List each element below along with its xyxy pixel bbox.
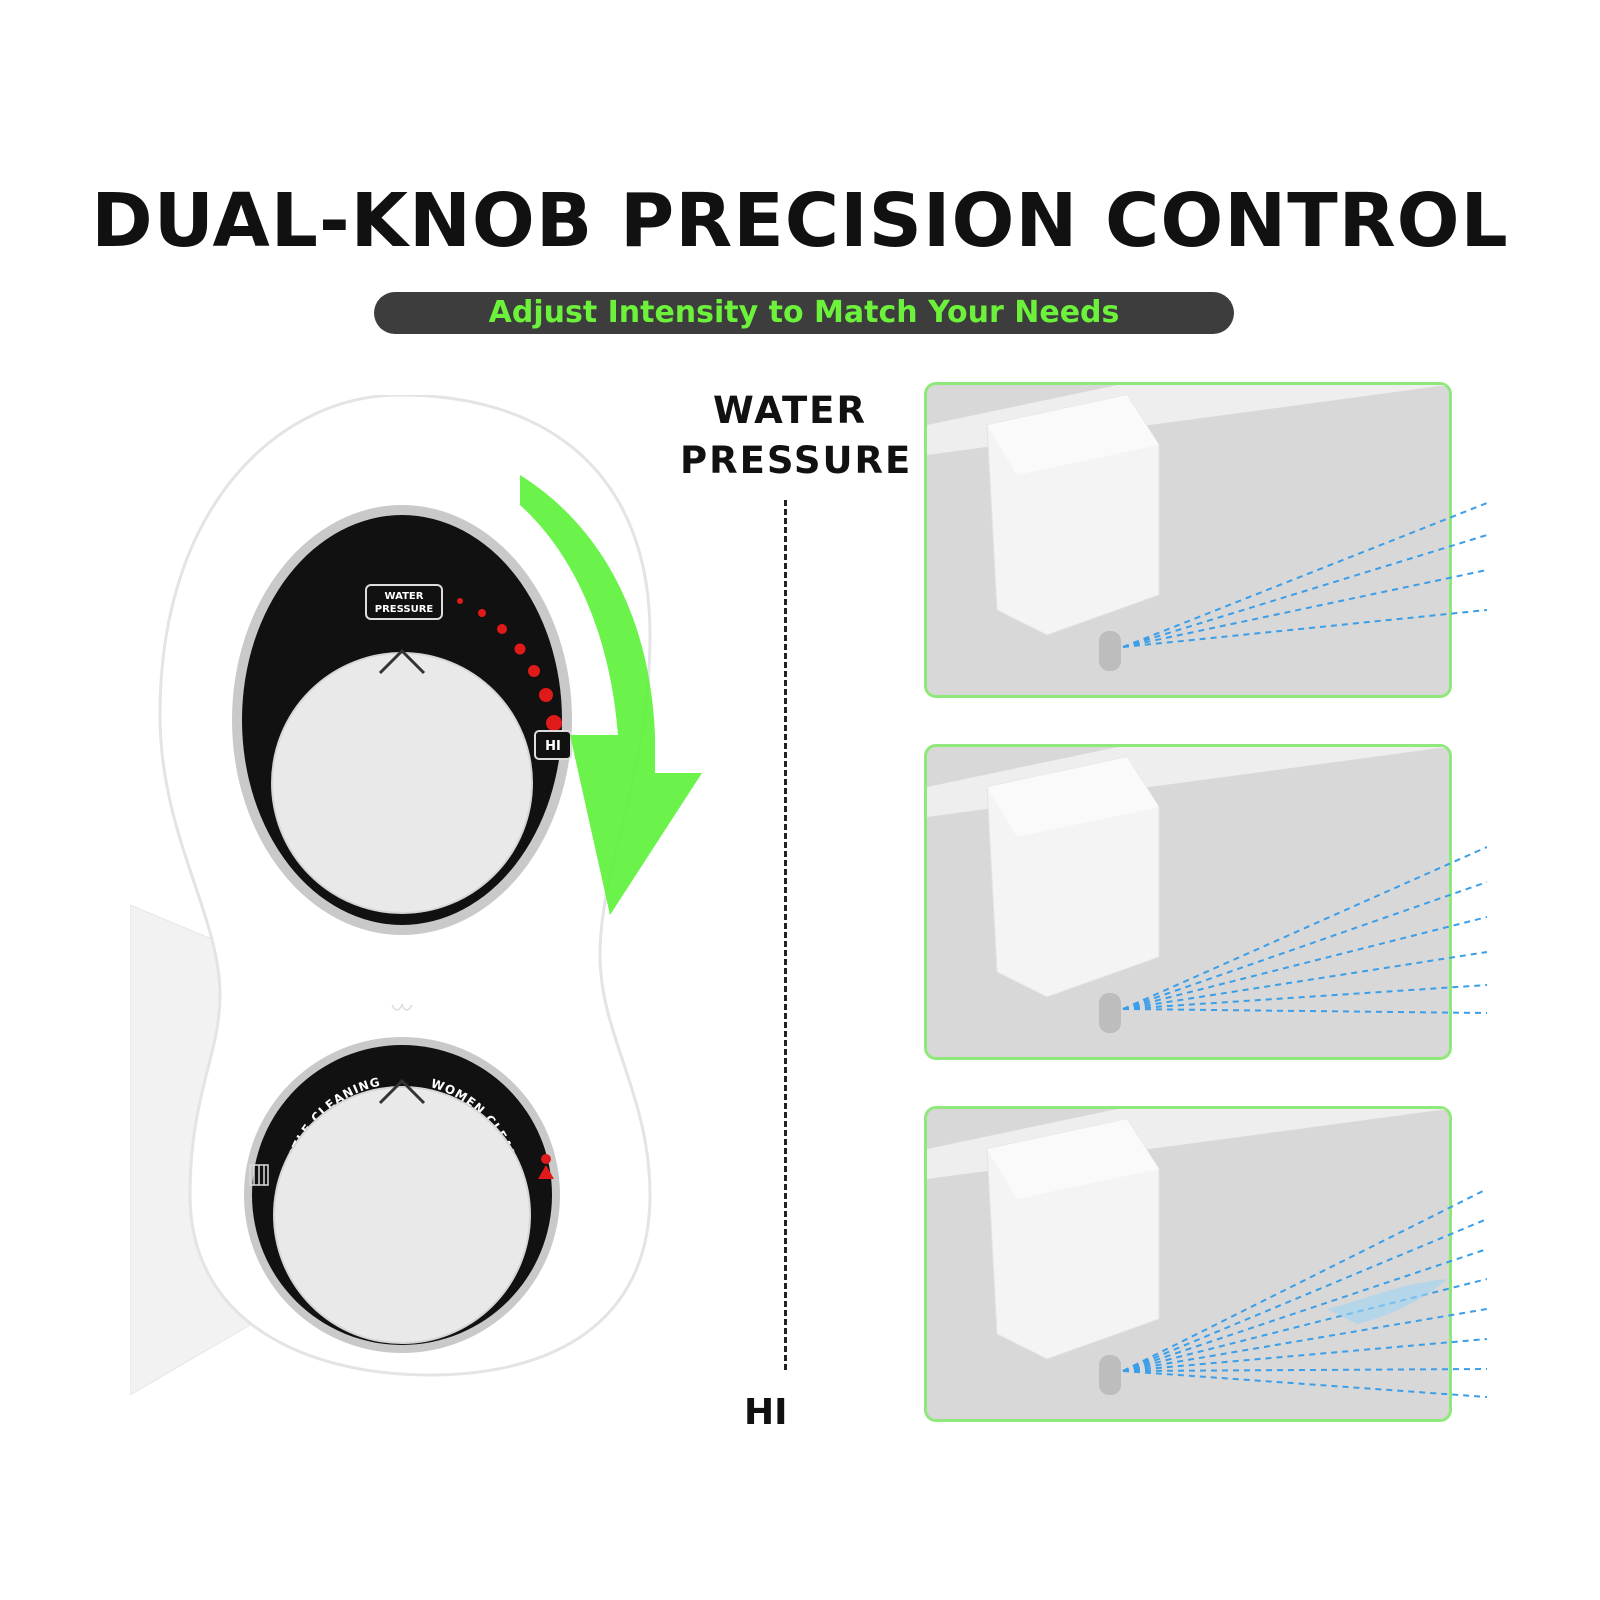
scale-label-line1: WATER bbox=[713, 389, 867, 432]
spray-lines-low bbox=[1122, 502, 1487, 648]
water-pressure-scale-label: WATER PRESSURE bbox=[680, 386, 913, 486]
badge-line2: PRESSURE bbox=[375, 604, 434, 615]
lower-knob[interactable] bbox=[273, 1086, 531, 1344]
spray-illustration-medium bbox=[927, 747, 1487, 1033]
spray-illustration-high bbox=[927, 1109, 1487, 1398]
page-title: DUAL-KNOB PRECISION CONTROL bbox=[91, 178, 1509, 264]
water-pressure-badge bbox=[365, 584, 443, 620]
scale-hi-label: HI bbox=[744, 1392, 788, 1433]
bidet-device-illustration: WATER PRESSURE HI NOZZLE CLEANING WOMEN … bbox=[129, 393, 702, 1396]
bidet-control-panel: WATER PRESSURE HI NOZZLE CLEANING WOMEN … bbox=[129, 393, 750, 1409]
upper-knob-chevron-icon bbox=[378, 648, 426, 675]
pressure-panel-medium bbox=[924, 744, 1487, 1060]
spray-lines-high bbox=[1122, 1188, 1487, 1398]
pressure-panel-low bbox=[924, 382, 1487, 698]
rotate-arrow-icon bbox=[520, 475, 702, 915]
spray-illustration-low bbox=[927, 385, 1487, 671]
pressure-panel-high bbox=[924, 1106, 1487, 1422]
subtitle-text: Adjust Intensity to Match Your Needs bbox=[488, 295, 1120, 330]
pressure-indicator-dots bbox=[457, 598, 562, 731]
upper-knob[interactable] bbox=[271, 652, 533, 914]
women-cleaning-icon bbox=[538, 1154, 554, 1179]
pressure-scale-line bbox=[784, 500, 787, 1370]
scale-label-line2: PRESSURE bbox=[680, 439, 913, 482]
lower-knob-chevron-icon bbox=[378, 1078, 426, 1105]
water-splash-icon bbox=[1327, 1279, 1447, 1324]
nozzle-cleaning-icon bbox=[249, 1164, 269, 1186]
spray-lines-medium bbox=[1122, 846, 1487, 1014]
hi-badge bbox=[534, 730, 572, 760]
subtitle-banner: Adjust Intensity to Match Your Needs bbox=[374, 292, 1234, 334]
badge-line1: WATER bbox=[385, 591, 424, 602]
hi-badge-text: HI bbox=[545, 739, 561, 754]
rear-cleaning-icon bbox=[391, 1003, 413, 1011]
